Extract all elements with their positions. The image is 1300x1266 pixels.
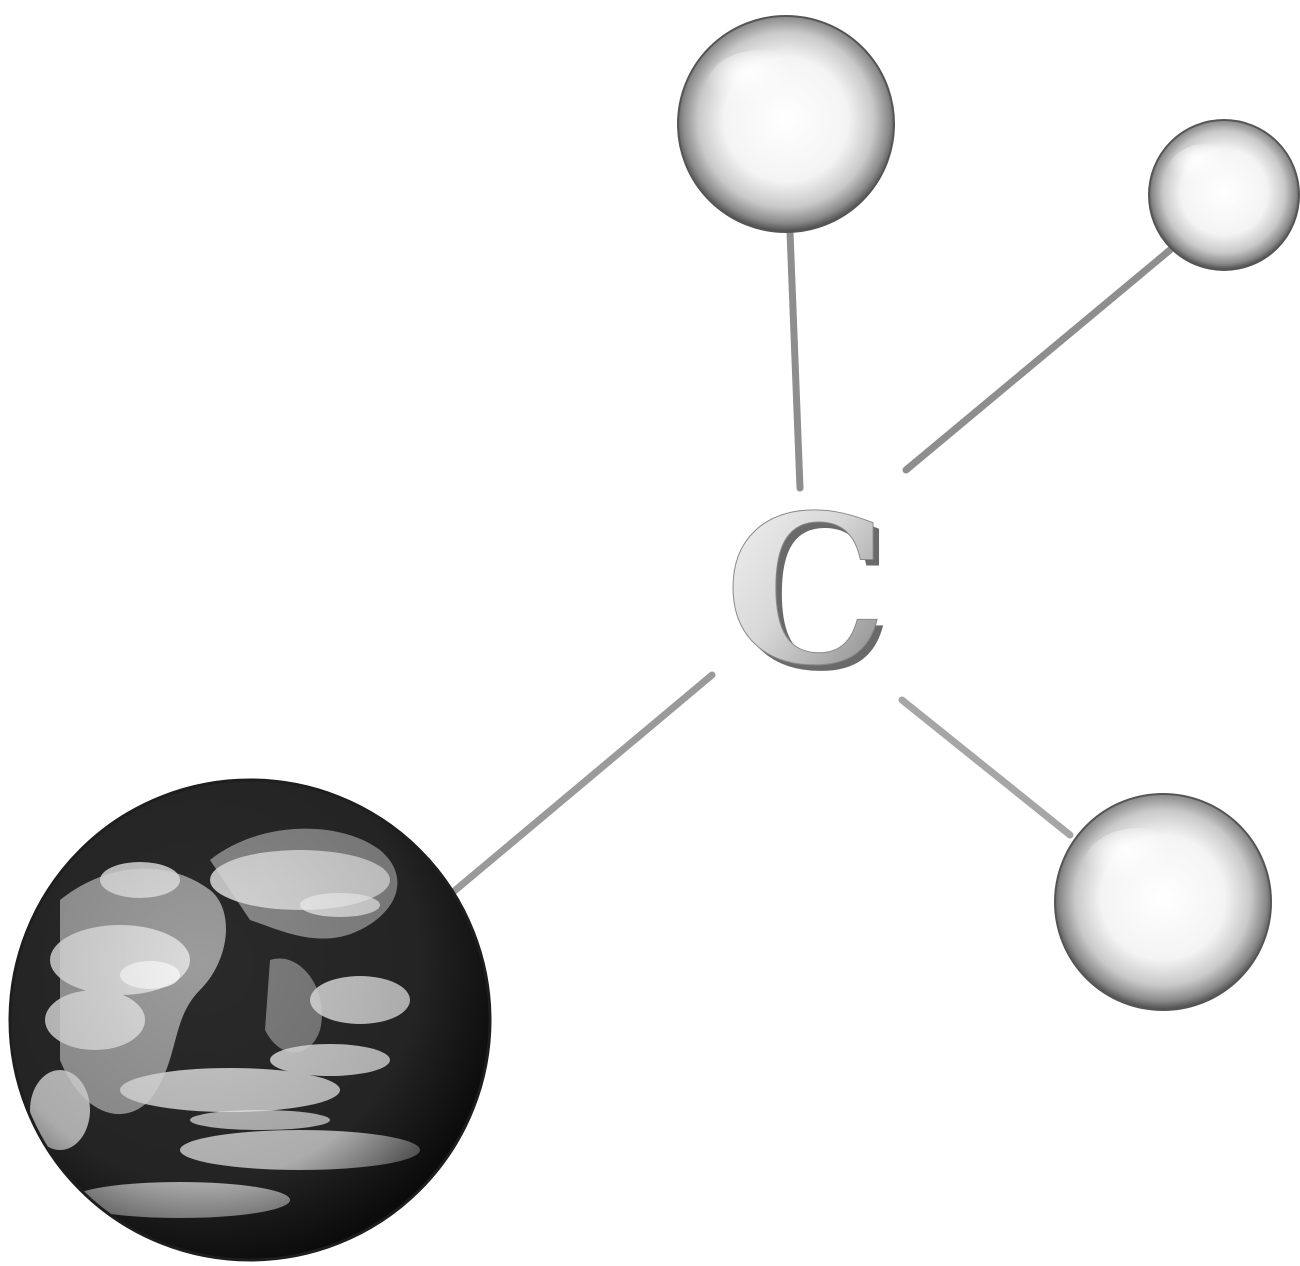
earth-globe: [10, 780, 490, 1260]
sphere-lower-right: [1055, 794, 1271, 1010]
center-atom-label: C: [724, 471, 887, 711]
sphere-top: [678, 16, 894, 232]
bond-lower-right: [902, 700, 1070, 835]
center-atom: C C: [724, 471, 893, 717]
bond-top: [790, 232, 800, 488]
bond-upper-right: [906, 250, 1170, 470]
bond-earth: [440, 675, 712, 903]
sphere-upper-right: [1149, 120, 1299, 270]
